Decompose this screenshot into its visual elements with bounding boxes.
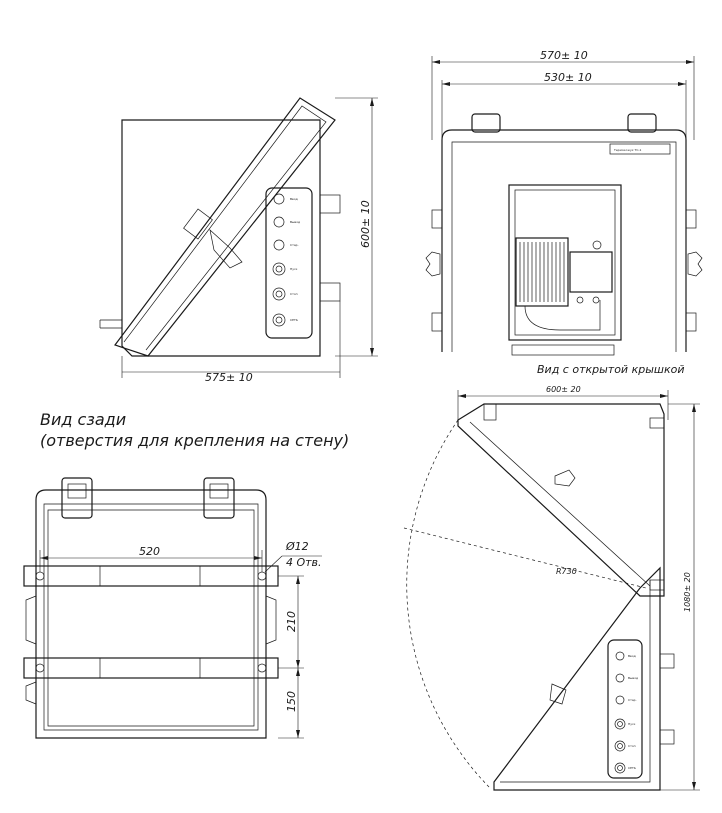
rear-hole-count: 4 Отв. — [286, 556, 322, 569]
front-view: 570± 10 530± 10 Термокожух ТС-1 В — [425, 49, 703, 376]
connector-label-1: Ввод — [290, 197, 298, 201]
open-radius-dim: R730 — [556, 567, 577, 576]
rear-vertical-dim-2: 150 — [285, 691, 298, 712]
open-connector-label-3: Стар. — [628, 698, 637, 702]
open-connector-label-5: Стоп — [628, 744, 636, 748]
rear-title-2: (отверстия для крепления на стену) — [40, 431, 349, 450]
connector-label-3: Стар. — [290, 243, 299, 247]
open-height-dim: 1080± 20 — [683, 572, 692, 612]
front-caption: Вид с открытой крышкой — [537, 363, 684, 376]
rear-hole-dim: Ø12 — [285, 540, 309, 553]
side-view: Ввод Вывод Стар. Пуск Стоп СЕТЬ 600± 10 … — [99, 97, 378, 384]
open-connector-label-2: Вывод — [628, 676, 638, 680]
open-width-dim: 600± 20 — [546, 385, 581, 394]
rear-title-1: Вид сзади — [40, 410, 126, 429]
connector-label-6: СЕТЬ — [290, 318, 298, 322]
open-connector-label-1: Ввод — [628, 654, 636, 658]
side-width-dim: 575± 10 — [205, 371, 253, 384]
rear-view: Вид сзади (отверстия для крепления на ст… — [23, 410, 349, 739]
open-connector-label-4: Пуск — [628, 722, 636, 726]
front-outer-dim: 570± 10 — [540, 49, 588, 62]
front-inner-dim: 530± 10 — [544, 71, 592, 84]
open-connector-label-6: СЕТЬ — [628, 766, 636, 770]
connector-label-2: Вывод — [290, 220, 300, 224]
side-height-dim: 600± 10 — [359, 200, 372, 248]
nameplate — [609, 143, 671, 155]
nameplate-text: Термокожух ТС-1 — [613, 148, 642, 152]
rear-vertical-dim-1: 210 — [285, 611, 298, 632]
rear-spacing-dim: 520 — [139, 545, 160, 558]
side-connectors — [272, 193, 286, 327]
connector-label-5: Стоп — [290, 292, 298, 296]
open-lid-view: 600± 20 1080± 20 R730 Ввод Вывод Стар. — [403, 385, 700, 791]
connector-label-4: Пуск — [290, 267, 298, 271]
